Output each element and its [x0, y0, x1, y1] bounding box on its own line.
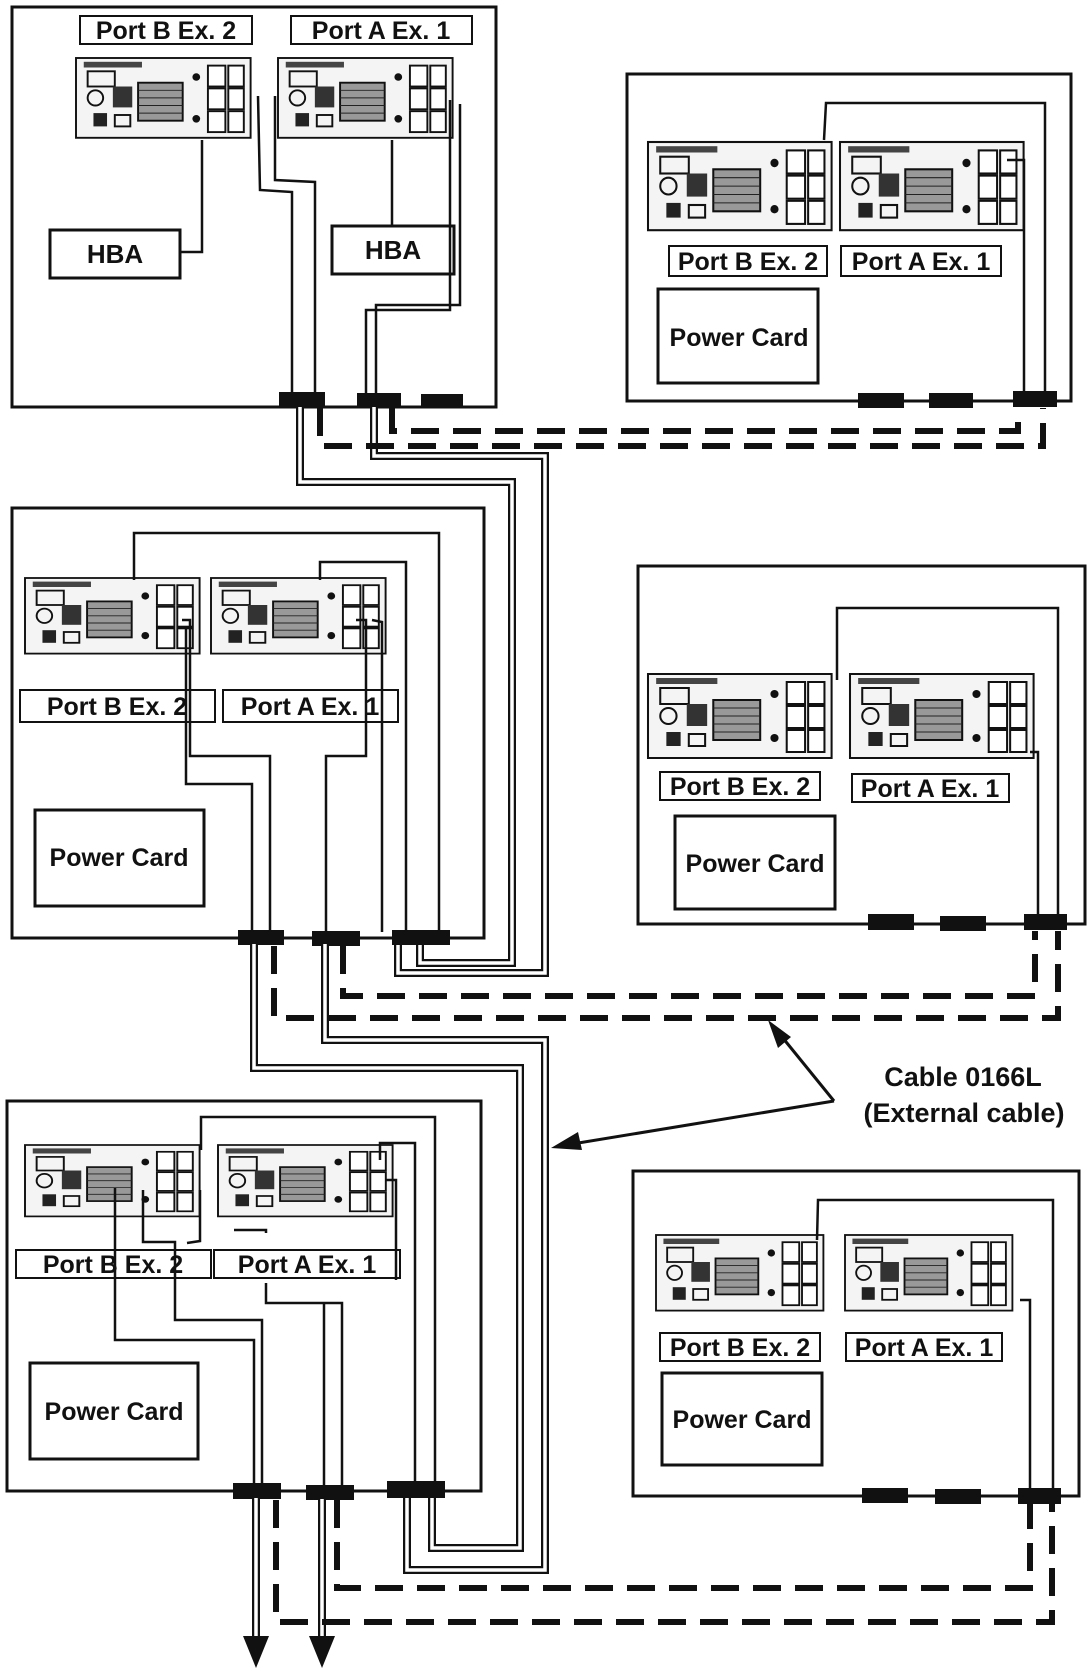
power-card-label-r1: Power Card	[670, 324, 809, 352]
power-card-label-r2: Power Card	[686, 850, 825, 878]
controller-card-l2-a	[210, 577, 387, 655]
controller-card-r1-a	[838, 140, 1025, 232]
controller-card-r2-a	[848, 672, 1035, 760]
arrow-down-icon	[309, 1636, 335, 1668]
connectors	[233, 391, 1067, 1504]
enclosure-right-3	[631, 1169, 1081, 1498]
port-a-label-r3: Port A Ex. 1	[855, 1334, 994, 1362]
hba-label-left: HBA	[87, 239, 144, 269]
dashed-cables	[271, 408, 1061, 1625]
port-a-label-l3: Port A Ex. 1	[238, 1251, 377, 1279]
port-a-label-r1: Port A Ex. 1	[852, 248, 991, 276]
controller-card-l3-a	[217, 1144, 394, 1218]
enclosure-right-2	[636, 564, 1087, 926]
callout-cable-id: Cable 0166L	[884, 1062, 1042, 1092]
port-b-label-r3: Port B Ex. 2	[670, 1334, 810, 1362]
cable-callout: Cable 0166L (External cable)	[551, 1020, 1065, 1150]
arrow-left-icon	[551, 1132, 582, 1150]
enclosure-right-1	[625, 72, 1073, 403]
enclosure-host	[10, 5, 498, 409]
port-a-label-host: Port A Ex. 1	[312, 17, 451, 45]
controller-card-r3-b	[655, 1234, 825, 1312]
label-texts: Port B Ex. 2 Port A Ex. 1 HBA HBA Port B…	[43, 17, 999, 1434]
internal-wiring	[113, 95, 1060, 1489]
controller-card-host-a	[277, 57, 454, 139]
power-card-label-l2: Power Card	[50, 844, 189, 872]
controller-card-r1-b	[646, 140, 833, 232]
arrow-up-icon	[768, 1020, 791, 1048]
controller-card-r2-b	[646, 672, 833, 760]
label-boxes	[15, 15, 1010, 1467]
controller-card-host-b	[75, 57, 252, 139]
power-card-label-r3: Power Card	[673, 1406, 812, 1434]
callout-cable-type: (External cable)	[863, 1098, 1064, 1128]
controller-card-l2-b	[24, 577, 201, 655]
hba-label-right: HBA	[365, 235, 422, 265]
port-b-label-r2: Port B Ex. 2	[670, 773, 810, 801]
power-card-label-l3: Power Card	[45, 1398, 184, 1426]
port-b-label-l2: Port B Ex. 2	[47, 693, 187, 721]
port-b-label-l3: Port B Ex. 2	[43, 1251, 183, 1279]
port-a-label-l2: Port A Ex. 1	[241, 693, 380, 721]
controller-card-r3-a	[844, 1234, 1014, 1312]
arrow-down-icon	[243, 1636, 269, 1668]
port-b-label-host: Port B Ex. 2	[96, 17, 236, 45]
port-b-label-r1: Port B Ex. 2	[678, 248, 818, 276]
port-a-label-r2: Port A Ex. 1	[861, 775, 1000, 803]
controller-card-l3-b	[24, 1144, 201, 1218]
